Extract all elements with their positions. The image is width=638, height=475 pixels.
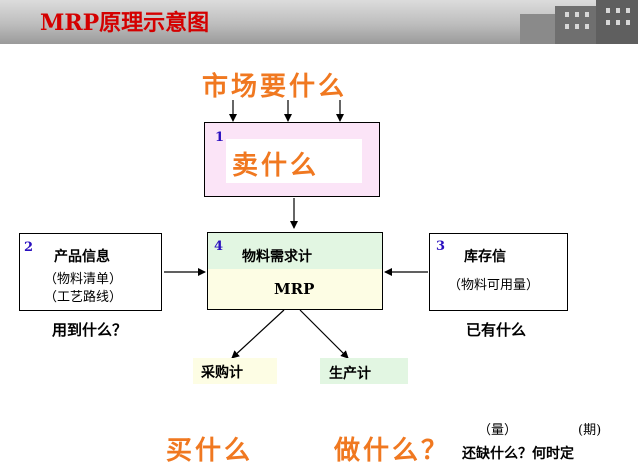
building-window <box>626 8 630 13</box>
purchase-plan-backdrop <box>193 358 277 384</box>
production-plan-label: 生产计 <box>329 366 371 382</box>
box2-number: 2 <box>24 240 34 255</box>
building-window <box>606 8 610 13</box>
arrow-to-production <box>299 309 349 359</box>
mrp-header-band <box>208 233 382 269</box>
box3-number: 3 <box>436 239 446 254</box>
mrp-subtitle: MRP <box>274 280 315 298</box>
box1-number: 1 <box>215 130 225 145</box>
box-sell: 1 卖什么 <box>204 122 380 197</box>
building-graphic <box>520 14 560 44</box>
building-window <box>626 20 630 25</box>
make-question: 做什么？ <box>334 436 451 466</box>
box-mrp: 4 物料需求计 MRP <box>207 232 383 310</box>
arrow-to-purchase <box>231 309 285 359</box>
box-inventory: 3 库存信 （物料可用量） <box>429 233 568 311</box>
bom-label: （物料清单） <box>44 272 123 287</box>
building-window <box>585 12 589 17</box>
building-window <box>575 12 579 17</box>
box-product-info: 2 产品信息 （物料清单） （工艺路线） <box>19 233 162 311</box>
building-window <box>606 20 610 25</box>
header-bar: MRP原理示意图 <box>0 0 638 44</box>
available-qty-label: （物料可用量） <box>448 278 540 293</box>
inventory-title: 库存信 <box>464 249 506 265</box>
product-info-title: 产品信息 <box>54 249 110 265</box>
lack-when-label: 还缺什么？何时定 <box>462 446 574 462</box>
building-window <box>616 8 620 13</box>
building-window <box>585 24 589 29</box>
buy-question: 买什么 <box>166 436 254 466</box>
building-window <box>565 24 569 29</box>
period-label: (期) <box>578 423 602 438</box>
building-window <box>565 12 569 17</box>
quantity-label: （量） <box>478 423 518 438</box>
market-question: 市场要什么 <box>202 72 348 102</box>
sell-label-backdrop <box>226 139 362 183</box>
have-label: 已有什么 <box>466 321 527 339</box>
page-title: MRP原理示意图 <box>40 10 210 36</box>
routing-label: （工艺路线） <box>44 290 123 305</box>
building-window <box>575 24 579 29</box>
mrp-title: 物料需求计 <box>242 249 312 265</box>
box4-number: 4 <box>214 239 224 254</box>
building-window <box>616 20 620 25</box>
production-plan-backdrop <box>320 358 408 384</box>
purchase-plan-label: 采购计 <box>201 365 243 381</box>
sell-label: 卖什么 <box>232 151 320 181</box>
used-label: 用到什么？ <box>52 321 128 339</box>
